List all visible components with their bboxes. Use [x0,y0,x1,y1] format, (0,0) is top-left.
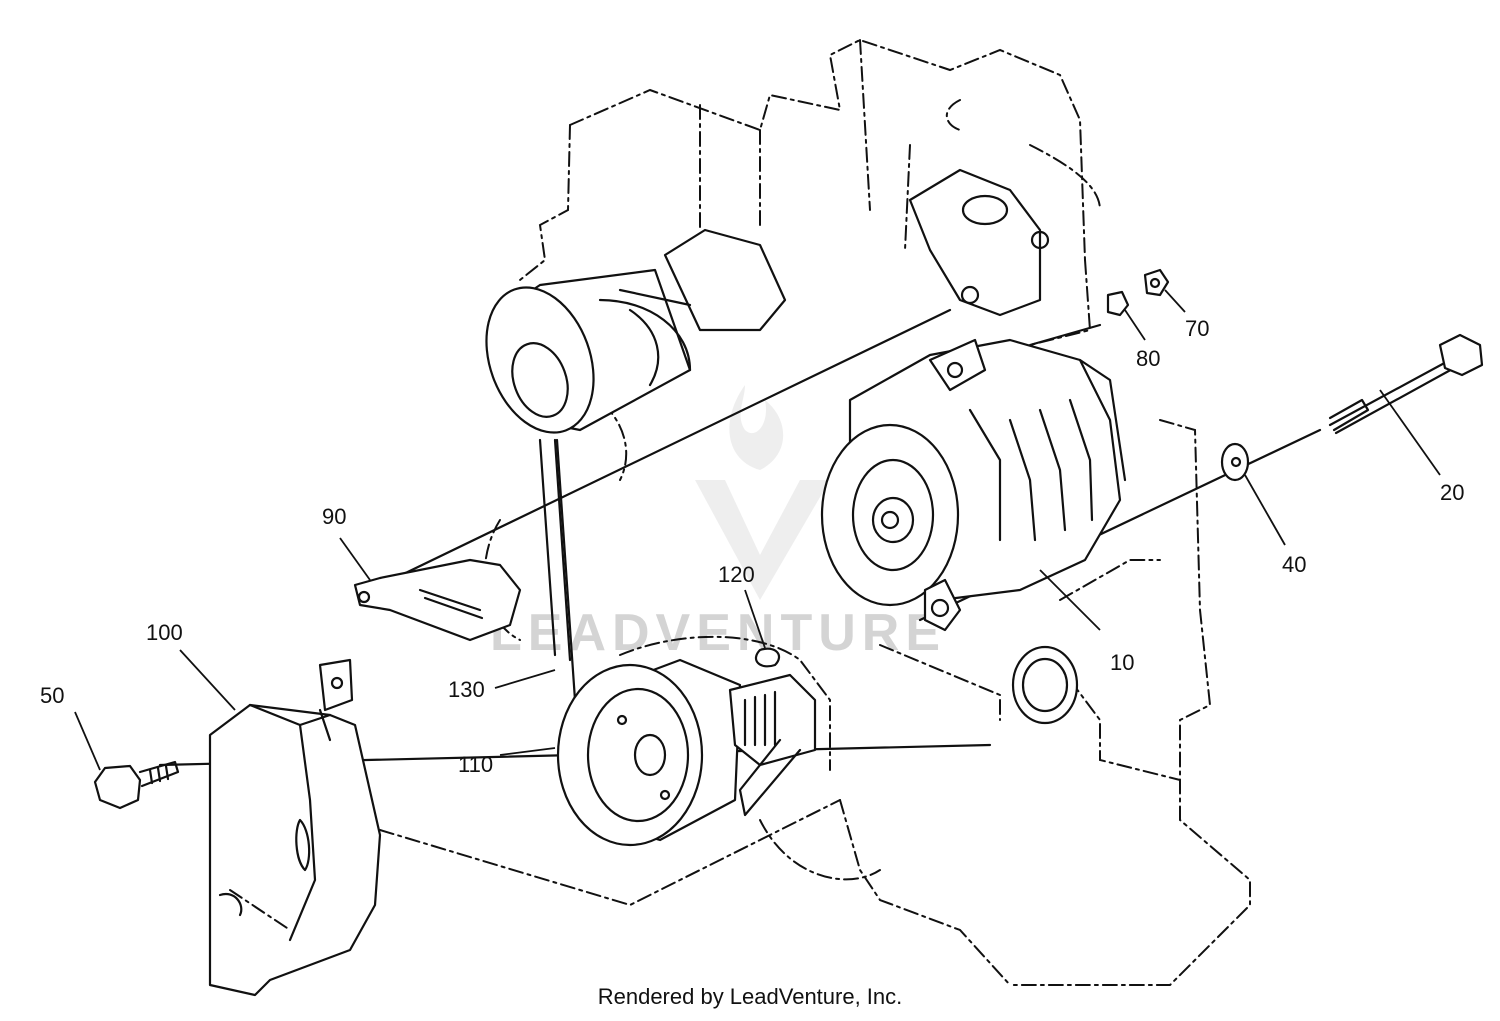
thermostat-housing [908,168,1050,317]
nut-70-washer-80 [1028,268,1170,347]
callout-110[interactable]: 110 [458,752,493,777]
adjusting-bracket [353,558,522,642]
callout-100[interactable]: 100 [146,620,183,645]
leader-lines [74,289,1441,771]
bolt-50 [93,760,180,810]
belt-cover [208,658,382,997]
callout-120[interactable]: 120 [718,562,755,587]
assembly-line-bracket [358,308,952,597]
callout-130[interactable]: 130 [448,677,485,702]
callout-90[interactable]: 90 [322,504,346,529]
watermark-logo [695,385,830,600]
callout-20[interactable]: 20 [1440,480,1464,505]
callout-80[interactable]: 80 [1136,346,1160,371]
washer-40 [1220,442,1250,482]
callout-40[interactable]: 40 [1282,552,1306,577]
water-pump-pulley [485,228,787,434]
footer-credit: Rendered by LeadVenture, Inc. [597,984,903,1009]
callout-50[interactable]: 50 [40,683,64,708]
alternator [820,338,1127,632]
bolt-20 [1328,333,1484,435]
crankshaft-pulley [556,647,817,847]
callout-70[interactable]: 70 [1185,316,1209,341]
fan-belt [538,438,577,702]
watermark-text: LEADVENTURE [490,604,946,662]
callout-10[interactable]: 10 [1110,650,1134,675]
engine-block-outline [379,38,1251,986]
